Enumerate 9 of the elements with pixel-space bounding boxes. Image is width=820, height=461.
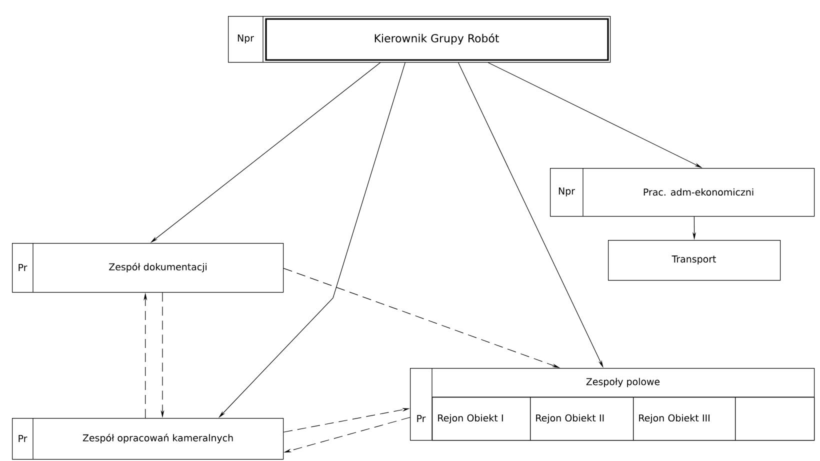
team-box: Pr Zespół opracowań kameralnych bbox=[12, 418, 284, 460]
table-cell: Rejon Obiekt II bbox=[530, 397, 634, 441]
process-box: Transport bbox=[608, 240, 781, 281]
team-box: Pr Zespół dokumentacji bbox=[12, 242, 284, 293]
table-cell: Rejon Obiekt I bbox=[432, 397, 531, 441]
table-cell bbox=[735, 397, 815, 441]
table-cell: Rejon Obiekt III bbox=[633, 397, 736, 441]
staff-box: Npr Prac. adm-ekonomiczni bbox=[550, 168, 815, 217]
manager-box: Npr Kierownik Grupy Robót bbox=[228, 16, 611, 63]
